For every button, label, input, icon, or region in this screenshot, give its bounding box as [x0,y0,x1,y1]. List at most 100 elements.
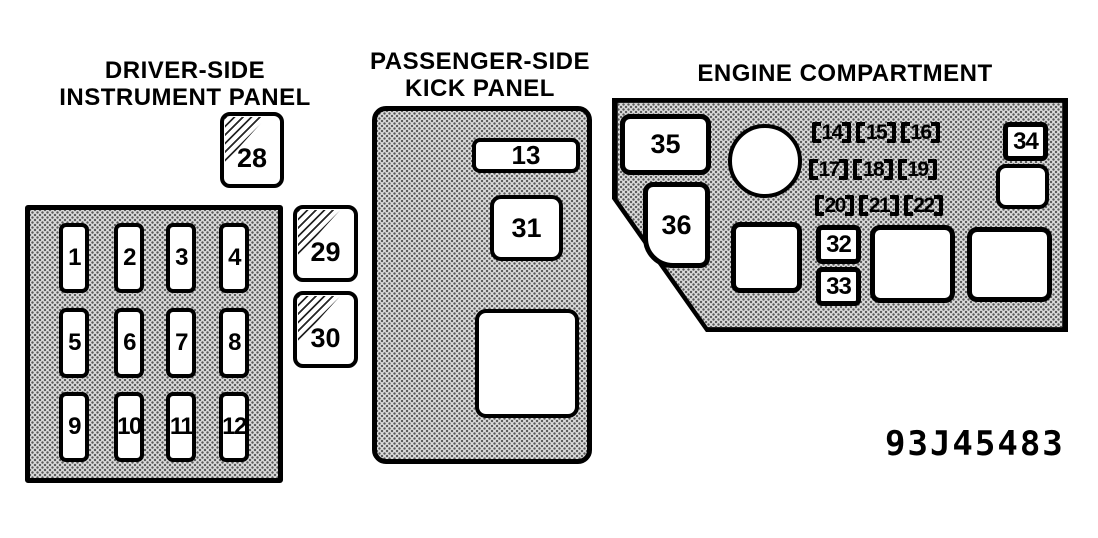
fuse-11-label: 11 [169,413,194,440]
fuse-9-label: 9 [68,413,81,440]
fuse-clip-right-icon [839,159,849,180]
fuse-12-label: 12 [222,413,247,440]
fuse-34: 34 [1003,122,1048,161]
fuse-8: 8 [219,308,249,378]
fuse-22: 22 [903,194,944,217]
fuse-21-label: 21 [868,194,891,217]
fuse-33: 33 [816,267,861,306]
fuse-7-label: 7 [175,329,188,356]
fuse-6-label: 6 [123,329,136,356]
fuse-clip-left-icon [903,195,913,216]
mini-fuse-row-2: 17 18 19 [809,158,938,181]
fuse-2: 2 [114,223,144,293]
fuse-clip-right-icon [883,159,893,180]
fuse-22-label: 22 [913,194,935,217]
fuse-3-label: 3 [175,244,188,271]
fuse-clip-right-icon [934,195,944,216]
fuse-31-label: 31 [511,212,542,243]
fuse-35: 35 [620,114,711,175]
fuse-19-label: 19 [907,158,929,181]
fuse-13-label: 13 [511,140,541,170]
fuse-clip-left-icon [815,195,824,216]
driver-instrument-panel: 1 2 3 4 5 6 7 8 9 10 11 12 [25,205,283,483]
fuse-5-label: 5 [68,329,81,356]
fuse-28: 28 [220,112,284,188]
fuse-14-label: 14 [821,121,844,144]
fuse-clip-right-icon [889,195,899,216]
unlabeled-relay-block [731,222,802,293]
unlabeled-relay-block [967,227,1052,302]
kick-panel-title-line1: PASSENGER-SIDE [370,48,590,75]
mini-fuse-row-3: 20 21 22 [815,194,944,217]
fuse-12: 12 [219,392,249,462]
fuse-31: 31 [490,195,563,261]
fuse-15-label: 15 [865,121,888,144]
fuse-6: 6 [114,308,144,378]
fuse-clip-right-icon [931,122,941,143]
fuse-35-label: 35 [650,129,681,159]
driver-panel-title-line2: INSTRUMENT PANEL [59,84,311,112]
driver-panel-title-line1: DRIVER-SIDE [104,57,266,84]
fuse-9: 9 [59,392,89,462]
engine-panel-title: ENGINE COMPARTMENT [697,60,993,87]
fuse-30-label: 30 [310,323,341,353]
fuse-33-label: 33 [826,272,852,300]
fuse-5: 5 [59,308,89,378]
fuse-29-label: 29 [310,237,341,267]
fuse-3: 3 [166,223,196,293]
fuse-clip-left-icon [812,122,821,143]
fuse-clip-right-icon [842,122,852,143]
figure-code: 93J45483 [885,424,1065,464]
fuse-17: 17 [809,158,849,181]
fuse-13: 13 [472,138,580,173]
fuse-clip-left-icon [897,159,907,180]
fuse-34-label: 34 [1013,127,1039,155]
fuse-14: 14 [812,121,852,144]
fuse-1: 1 [59,223,89,293]
kick-panel-title-line2: KICK PANEL [405,75,555,103]
fuse-8-label: 8 [228,329,241,356]
fuse-clip-left-icon [900,122,910,143]
fuse-32-label: 32 [826,230,852,258]
fuse-20-label: 20 [824,194,847,217]
fuse-18: 18 [853,158,893,181]
fuse-clip-right-icon [845,195,855,216]
fuse-19: 19 [897,158,938,181]
unlabeled-relay-block [996,164,1049,209]
fuse-15: 15 [856,121,896,144]
fuse-clip-left-icon [859,195,869,216]
fuse-1-label: 1 [68,244,81,271]
fuse-4: 4 [219,223,249,293]
engine-compartment-panel: 35 36 14 15 16 17 18 19 20 21 22 34 32 [612,98,1068,332]
fuse-18-label: 18 [862,158,885,181]
fuse-20: 20 [815,194,855,217]
fuse-21: 21 [859,194,899,217]
fuse-36: 36 [643,182,710,268]
fuse-11: 11 [166,392,196,462]
unlabeled-relay-block [475,309,579,418]
fuse-10: 10 [114,392,144,462]
fuse-30: 30 [293,291,358,368]
mini-fuse-row-1: 14 15 16 [812,121,941,144]
unlabeled-relay-block [870,225,955,303]
passenger-kick-panel: 13 31 [372,106,592,464]
fuse-17-label: 17 [818,158,841,181]
driver-panel-title: DRIVER-SIDE INSTRUMENT PANEL [35,57,335,111]
fuse-36-label: 36 [661,209,692,240]
fuse-clip-left-icon [809,159,818,180]
fuse-16-label: 16 [910,121,932,144]
fuse-7: 7 [166,308,196,378]
fuse-16: 16 [900,121,941,144]
fuse-clip-right-icon [886,122,896,143]
fuse-clip-left-icon [856,122,866,143]
fuse-4-label: 4 [228,244,241,271]
fuse-clip-left-icon [853,159,863,180]
kick-panel-title: PASSENGER-SIDE KICK PANEL [355,48,605,102]
fuse-clip-right-icon [928,159,938,180]
fuse-2-label: 2 [123,244,136,271]
fuse-29: 29 [293,205,358,282]
fuse-28-label: 28 [236,143,268,173]
fuse-32: 32 [816,225,861,264]
round-relay-socket [728,124,802,198]
